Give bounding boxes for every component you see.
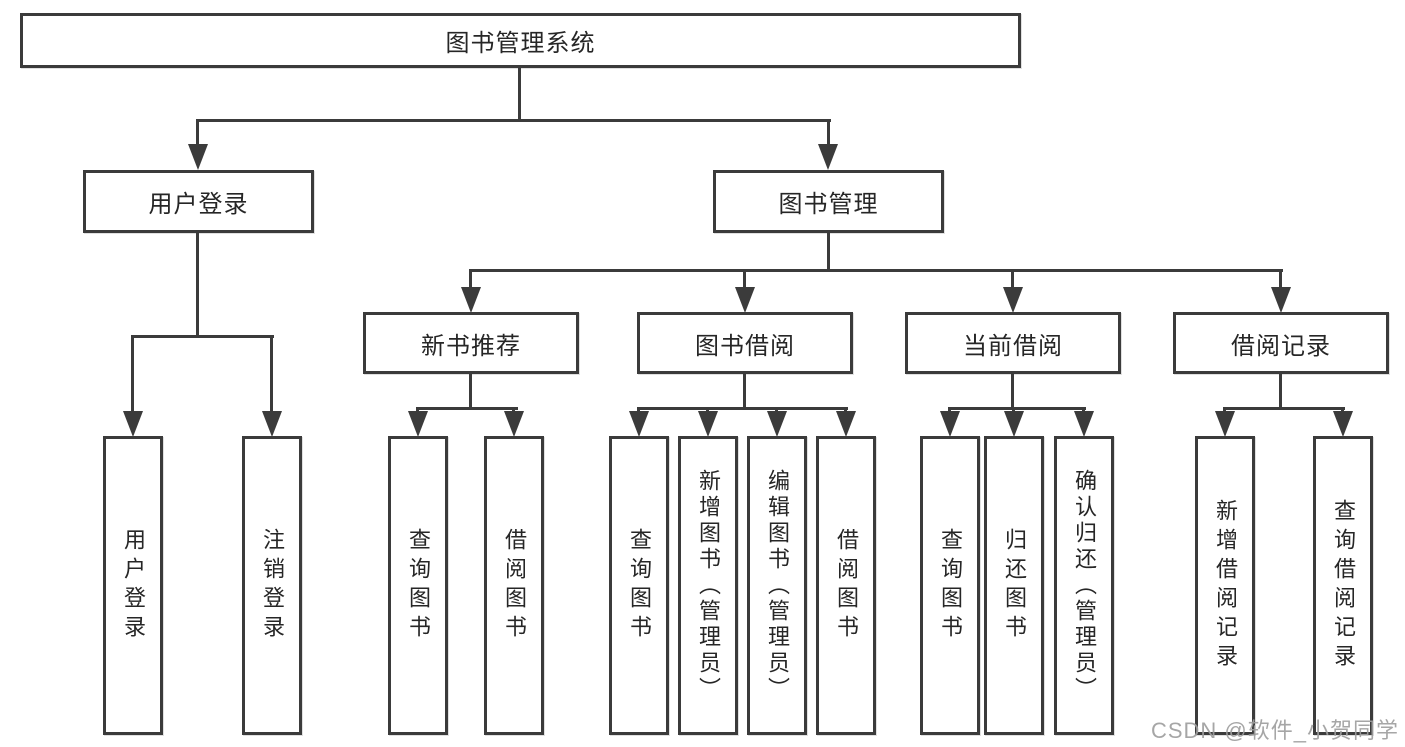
connector-line (196, 119, 199, 147)
node-label: 注销登录 (260, 527, 285, 644)
leaf-return-book: 归还图书 (984, 436, 1044, 735)
connector-line (1011, 374, 1014, 410)
arrow-down-icon (940, 411, 960, 437)
node-book-borrowing: 图书借阅 (637, 312, 853, 374)
arrow-down-icon (461, 287, 481, 313)
node-new-book-recommendation: 新书推荐 (363, 312, 579, 374)
connector-line (743, 374, 746, 410)
arrow-down-icon (629, 411, 649, 437)
node-label: 借阅记录 (1231, 332, 1331, 360)
arrow-down-icon (767, 411, 787, 437)
arrow-down-icon (1003, 287, 1023, 313)
node-label: 借阅图书 (502, 527, 527, 644)
connector-line (1223, 407, 1345, 410)
leaf-query-book-current: 查询图书 (920, 436, 980, 735)
connector-line (196, 233, 199, 337)
leaf-logout: 注销登录 (242, 436, 302, 735)
arrow-down-icon (408, 411, 428, 437)
leaf-query-book-recommend: 查询图书 (388, 436, 448, 735)
connector-line (518, 68, 521, 121)
node-label: 编辑图书（管理员） (765, 468, 790, 703)
node-label: 图书管理 (778, 191, 879, 218)
arrow-down-icon (504, 411, 524, 437)
node-label: 新书推荐 (421, 332, 521, 360)
leaf-user-login: 用户登录 (103, 436, 163, 735)
arrow-down-icon (698, 411, 718, 437)
connector-line (743, 269, 746, 289)
arrow-down-icon (1271, 287, 1291, 313)
node-label: 用户登录 (148, 191, 249, 218)
leaf-confirm-return-admin: 确认归还（管理员） (1054, 436, 1114, 735)
arrow-down-icon (123, 411, 143, 437)
csdn-watermark: CSDN @软件_小贺同学 (1150, 718, 1399, 743)
connector-line (270, 335, 273, 413)
connector-line (1011, 269, 1014, 289)
connector-line (637, 407, 848, 410)
node-label: 查询图书 (406, 527, 431, 644)
node-label: 当前借阅 (963, 332, 1063, 360)
leaf-borrow-book: 借阅图书 (816, 436, 876, 735)
connector-line (197, 119, 831, 122)
connector-line (469, 269, 472, 289)
node-label: 用户登录 (121, 527, 146, 644)
arrow-down-icon (1074, 411, 1094, 437)
node-label: 新增图书（管理员） (696, 468, 721, 703)
leaf-edit-book-admin: 编辑图书（管理员） (747, 436, 807, 735)
connector-line (948, 407, 1086, 410)
arrow-down-icon (818, 144, 838, 170)
node-borrowing-records: 借阅记录 (1173, 312, 1389, 374)
leaf-query-book-borrow: 查询图书 (609, 436, 669, 735)
arrow-down-icon (836, 411, 856, 437)
connector-line (827, 119, 830, 147)
connector-line (469, 269, 1283, 272)
node-label: 图书管理系统 (445, 30, 596, 57)
leaf-add-borrow-record: 新增借阅记录 (1195, 436, 1255, 735)
node-current-borrowing: 当前借阅 (905, 312, 1121, 374)
arrow-down-icon (262, 411, 282, 437)
connector-line (1279, 269, 1282, 289)
node-user-login: 用户登录 (83, 170, 314, 233)
node-label: 图书借阅 (695, 332, 795, 360)
connector-line (131, 335, 274, 338)
arrow-down-icon (1333, 411, 1353, 437)
leaf-add-book-admin: 新增图书（管理员） (678, 436, 738, 735)
connector-line (416, 407, 518, 410)
connector-line (827, 233, 830, 271)
node-label: 借阅图书 (834, 527, 859, 644)
connector-line (131, 335, 134, 413)
connector-line (469, 374, 472, 410)
leaf-query-borrow-record: 查询借阅记录 (1313, 436, 1373, 735)
node-label: 确认归还（管理员） (1072, 468, 1097, 703)
node-label: 查询借阅记录 (1331, 498, 1356, 673)
connector-line (1279, 374, 1282, 410)
node-label: 归还图书 (1002, 527, 1027, 644)
arrow-down-icon (735, 287, 755, 313)
node-library-management-system: 图书管理系统 (20, 13, 1021, 68)
node-label: 查询图书 (938, 527, 963, 644)
leaf-borrow-book-recommend: 借阅图书 (484, 436, 544, 735)
arrow-down-icon (1215, 411, 1235, 437)
arrow-down-icon (188, 144, 208, 170)
node-book-management: 图书管理 (713, 170, 944, 233)
node-label: 查询图书 (627, 527, 652, 644)
node-label: 新增借阅记录 (1213, 498, 1238, 673)
arrow-down-icon (1004, 411, 1024, 437)
